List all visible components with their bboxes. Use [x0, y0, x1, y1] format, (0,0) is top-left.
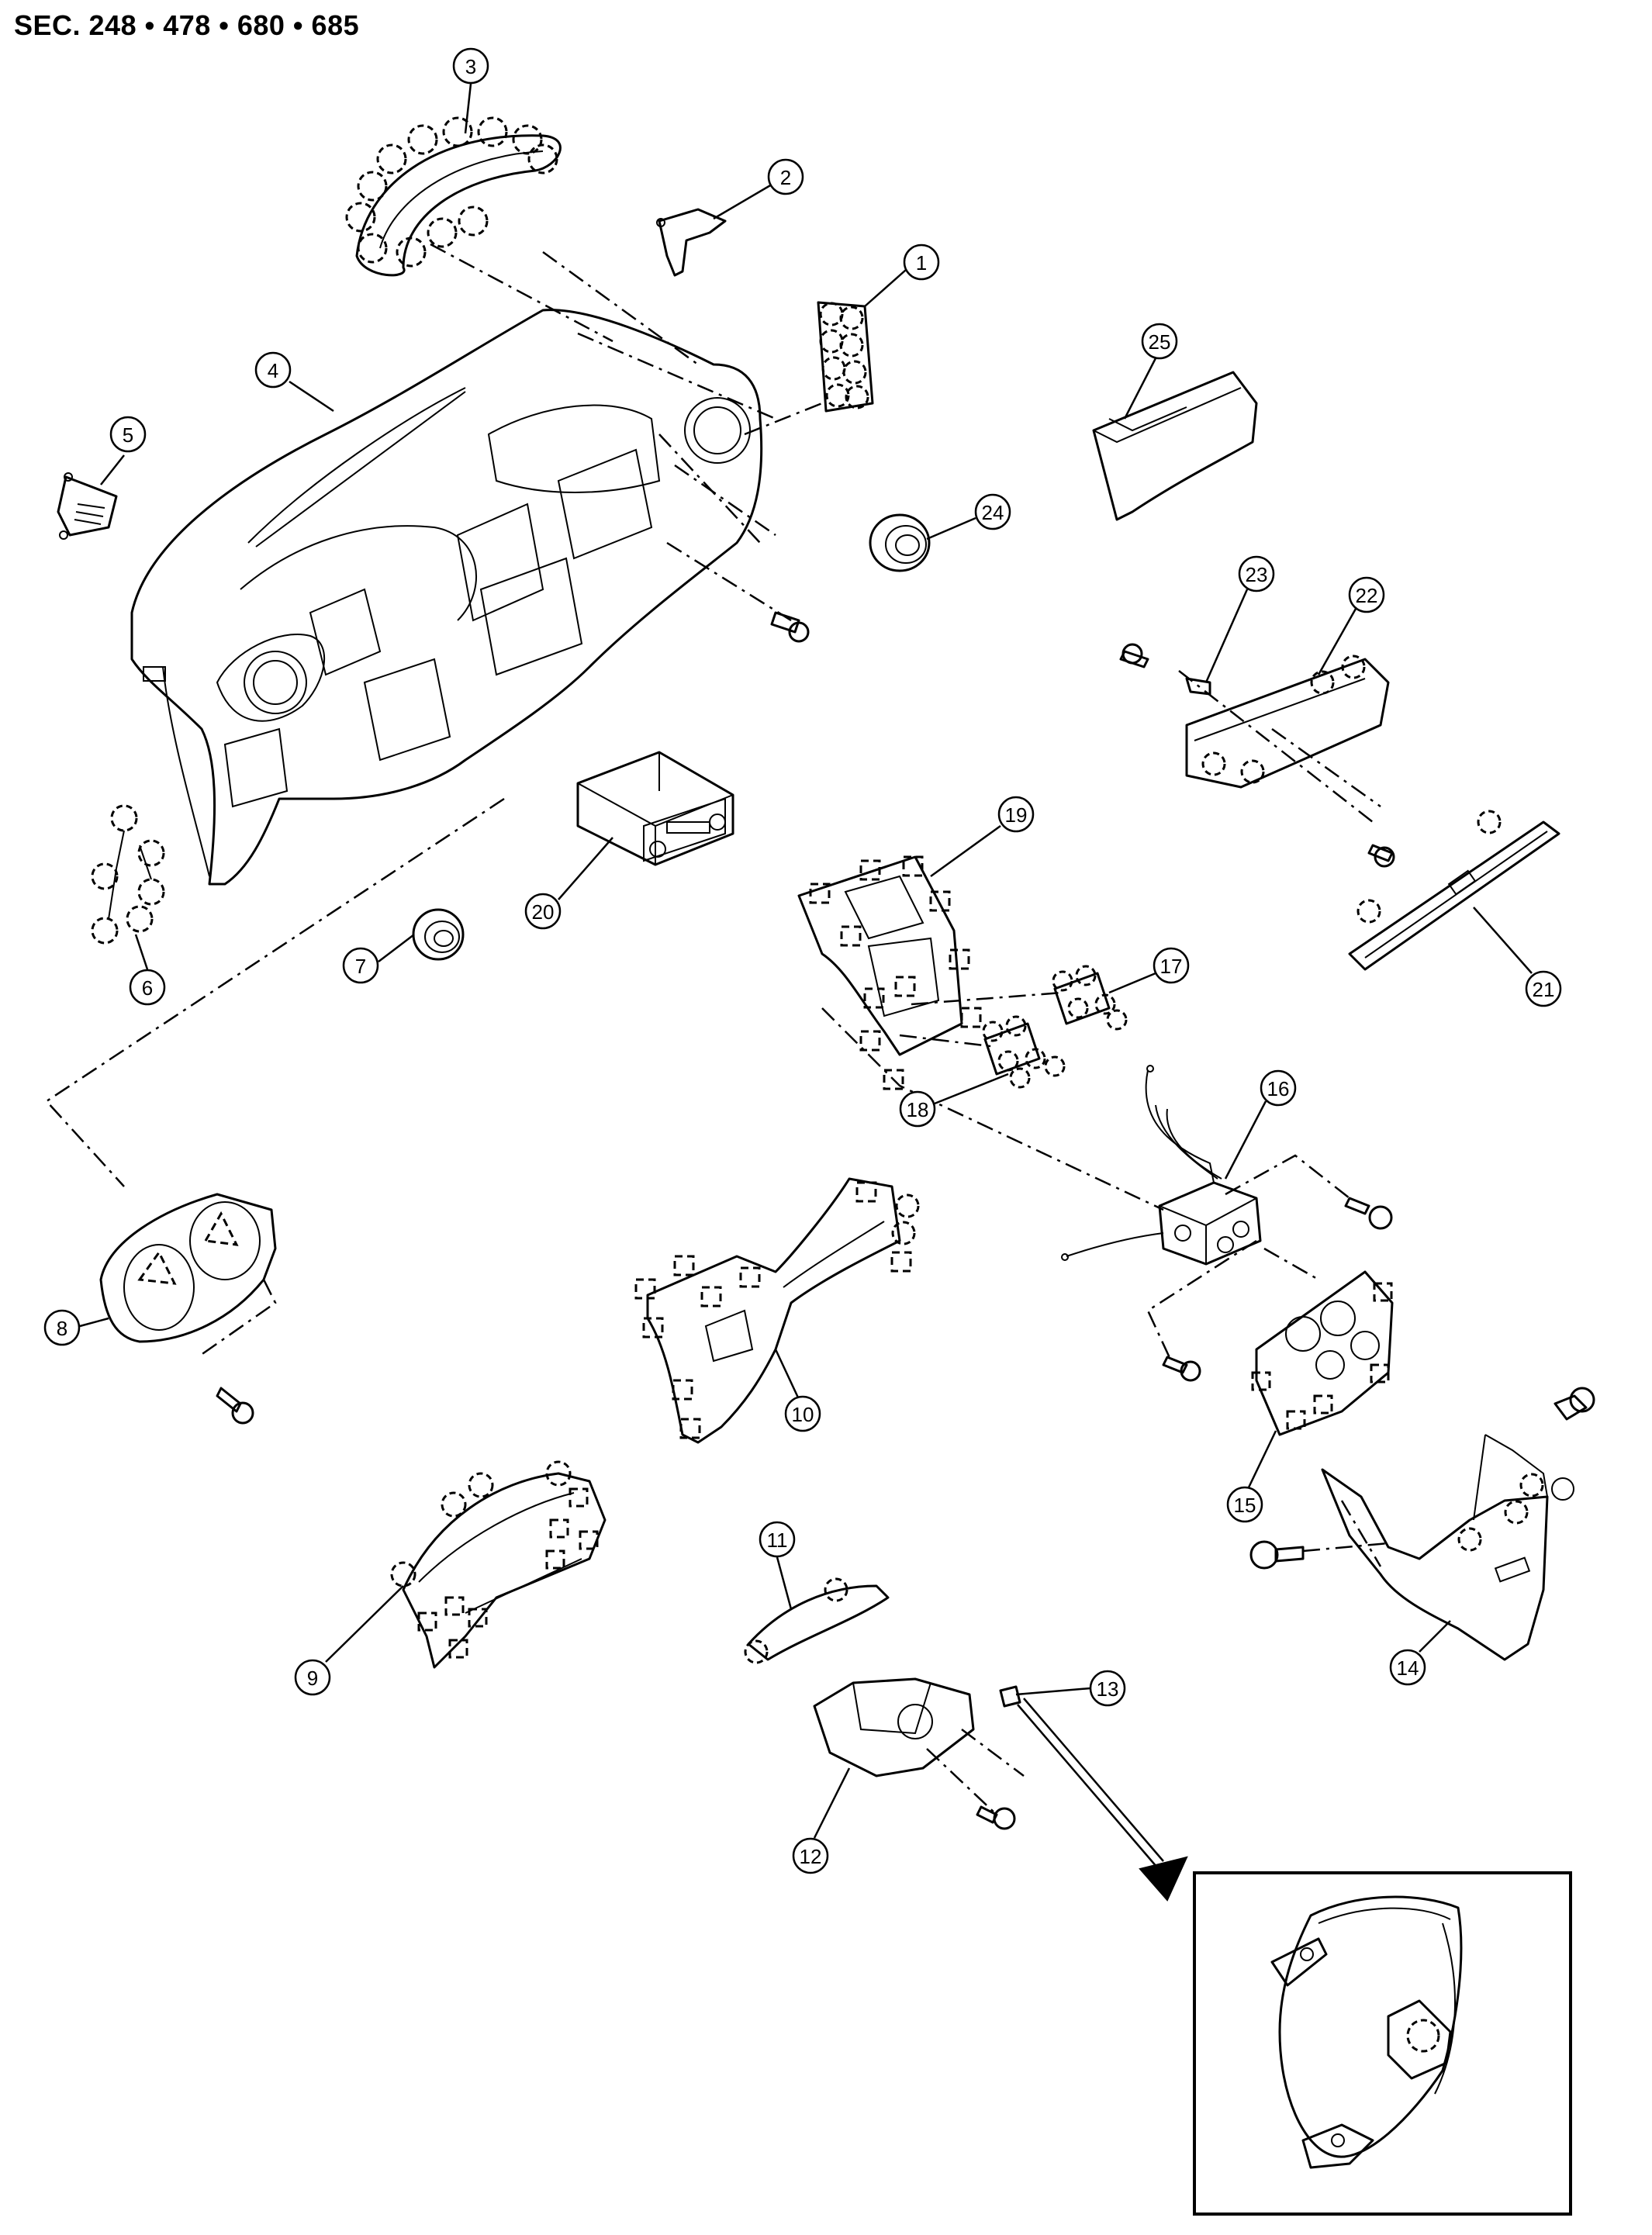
callout-7: 7 — [342, 947, 379, 984]
callout-8: 8 — [43, 1309, 81, 1346]
callout-21: 21 — [1525, 970, 1562, 1007]
svg-text:23: 23 — [1246, 563, 1268, 586]
callout-25: 25 — [1141, 323, 1178, 360]
screw-i — [1249, 1540, 1305, 1570]
callout-11: 11 — [759, 1521, 796, 1558]
callout-22: 22 — [1348, 576, 1385, 613]
part-12-column-cover-lower — [813, 1677, 975, 1777]
part-9-meter-hood — [390, 1460, 607, 1669]
svg-text:5: 5 — [123, 423, 133, 447]
svg-text:11: 11 — [767, 1529, 788, 1552]
callout-2: 2 — [767, 158, 804, 195]
part-16-control-unit — [1061, 1065, 1262, 1266]
callout-20: 20 — [524, 893, 562, 930]
svg-text:21: 21 — [1533, 978, 1555, 1001]
svg-text:16: 16 — [1267, 1077, 1290, 1100]
callout-3: 3 — [452, 47, 489, 85]
svg-text:2: 2 — [780, 166, 791, 189]
part-24-knob — [869, 513, 931, 572]
callout-13: 13 — [1089, 1670, 1126, 1707]
part-18-switch — [982, 1015, 1066, 1089]
screw-g — [976, 1805, 1016, 1830]
part-8-combination-meter — [99, 1193, 277, 1343]
part-15-cluster-lid — [1251, 1270, 1394, 1436]
svg-text:9: 9 — [307, 1667, 318, 1690]
callout-leaders — [79, 83, 1533, 1839]
svg-text:22: 22 — [1356, 584, 1378, 607]
part-2-bracket — [656, 208, 727, 277]
svg-text:4: 4 — [268, 359, 278, 382]
part-7-knob — [412, 908, 465, 961]
callout-12: 12 — [792, 1837, 829, 1874]
callout-6: 6 — [129, 969, 166, 1006]
callout-15: 15 — [1226, 1486, 1263, 1523]
callout-24: 24 — [974, 493, 1011, 530]
svg-text:19: 19 — [1005, 803, 1028, 827]
svg-text:25: 25 — [1149, 330, 1171, 354]
screw-e — [1162, 1356, 1201, 1382]
svg-text:13: 13 — [1097, 1677, 1119, 1701]
svg-text:17: 17 — [1160, 955, 1183, 978]
inset-detail-box — [1193, 1871, 1572, 2216]
callout-1: 1 — [903, 244, 940, 281]
svg-text:7: 7 — [355, 955, 366, 978]
part-13-clip — [999, 1685, 1021, 1708]
callout-23: 23 — [1238, 555, 1275, 592]
svg-text:15: 15 — [1234, 1494, 1256, 1517]
screw-d — [1344, 1197, 1393, 1230]
svg-text:18: 18 — [907, 1098, 929, 1121]
part-4-instrument-panel — [130, 309, 763, 886]
screw-h — [1554, 1387, 1595, 1421]
callout-19: 19 — [997, 796, 1035, 833]
svg-text:20: 20 — [532, 900, 555, 924]
part-14-side-trim — [1321, 1434, 1574, 1661]
part-19-cluster-lid — [797, 855, 982, 1090]
svg-text:14: 14 — [1397, 1656, 1419, 1680]
part-22-lower-panel — [1185, 655, 1390, 789]
callout-17: 17 — [1153, 947, 1190, 984]
part-21-finisher — [1348, 810, 1560, 971]
svg-text:1: 1 — [916, 251, 927, 275]
svg-text:24: 24 — [982, 501, 1004, 524]
screw-a — [770, 611, 810, 643]
section-header: SEC. 248 • 478 • 680 • 685 — [14, 9, 360, 41]
screw-b — [1119, 643, 1149, 668]
part-3-meter-hood-seal — [345, 116, 562, 277]
callout-16: 16 — [1260, 1069, 1297, 1107]
part-5-grille — [57, 472, 118, 540]
svg-text:6: 6 — [142, 976, 153, 1000]
part-11-column-cover-upper — [744, 1577, 890, 1664]
detail-arrow — [1017, 1698, 1188, 1902]
assembly-lines — [45, 243, 1389, 1815]
callout-4: 4 — [254, 351, 292, 389]
part-6-clip-set — [91, 804, 165, 945]
callout-14: 14 — [1389, 1649, 1426, 1686]
callout-9: 9 — [294, 1659, 331, 1696]
screw-f — [216, 1387, 254, 1425]
callout-5: 5 — [109, 416, 147, 453]
part-20-audio-unit — [576, 751, 734, 866]
svg-text:12: 12 — [800, 1845, 822, 1868]
part-10-lower-trim — [634, 1177, 920, 1444]
svg-text:3: 3 — [465, 55, 476, 78]
callout-10: 10 — [784, 1395, 821, 1432]
part-25-glove-box — [1092, 371, 1258, 521]
callouts: 1 2 3 4 5 6 7 8 9 10 11 12 13 14 15 16 1… — [43, 47, 1562, 1874]
svg-text:10: 10 — [792, 1403, 814, 1426]
part-17-switch — [1052, 965, 1128, 1031]
screw-c — [1367, 844, 1395, 868]
callout-18: 18 — [899, 1090, 936, 1128]
svg-text:8: 8 — [57, 1317, 67, 1340]
part-1-clip-strip — [817, 301, 874, 413]
